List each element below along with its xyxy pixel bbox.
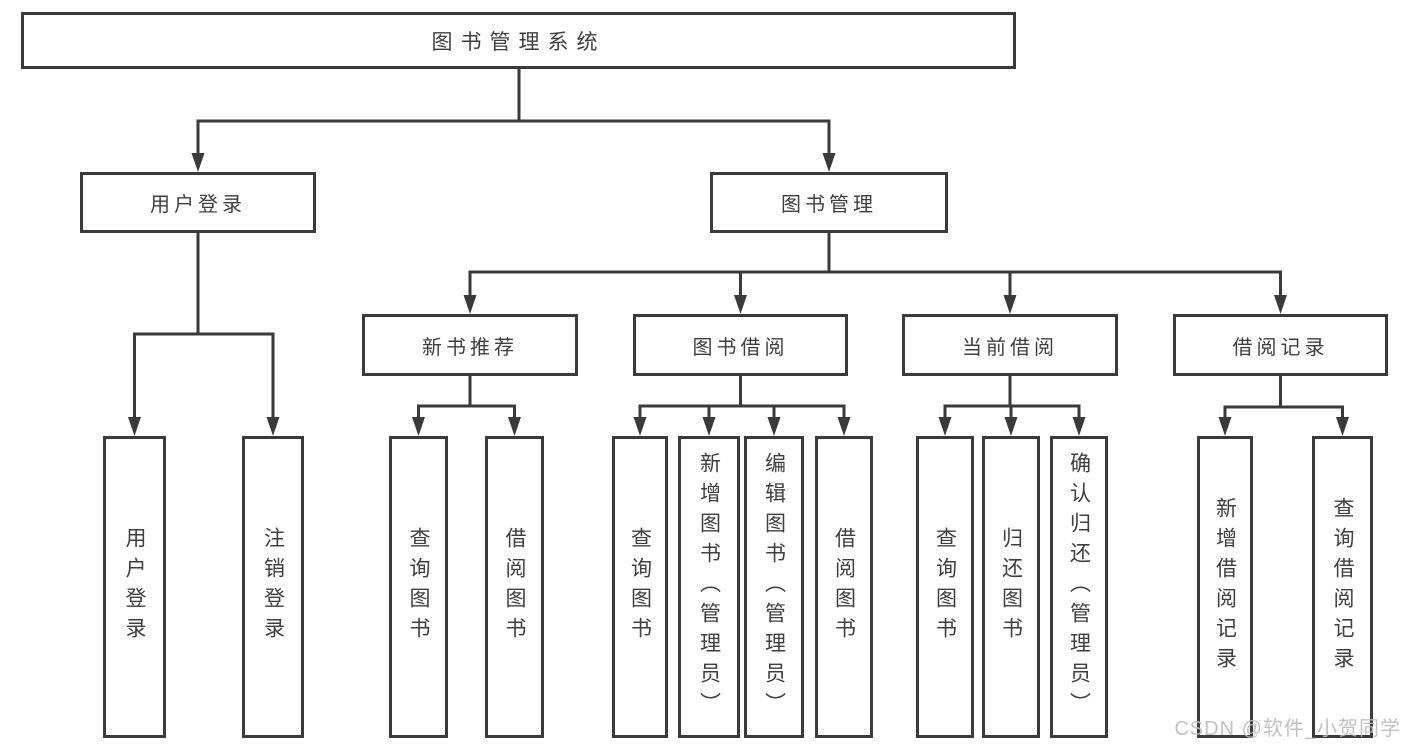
node-label: 借阅记录 <box>1232 336 1329 359</box>
arrowhead-icon <box>1004 417 1018 436</box>
leaf-label: 注销登录 <box>261 527 285 647</box>
leaf-label: 新增图书（管理员） <box>697 452 721 722</box>
node-label: 当前借阅 <box>962 336 1058 359</box>
node-book-management: 图书管理 <box>710 172 948 233</box>
arrowhead-icon <box>1003 295 1017 314</box>
node-current-borrowing: 当前借阅 <box>902 314 1118 376</box>
leaf-label: 归还图书 <box>999 527 1023 647</box>
arrowhead-icon <box>508 417 521 436</box>
leaf-label: 查询图书 <box>933 527 957 647</box>
arrowhead-icon <box>1274 295 1287 314</box>
leaf-logout: 注销登录 <box>242 436 304 738</box>
arrowhead-icon <box>938 417 952 436</box>
leaf-label: 用户登录 <box>123 527 146 647</box>
arrowhead-icon <box>1336 417 1349 436</box>
arrowhead-icon <box>1218 417 1232 436</box>
leaf-label: 确认归还（管理员） <box>1067 452 1091 722</box>
arrowhead-icon <box>702 417 716 436</box>
node-book-borrowing: 图书借阅 <box>633 314 848 376</box>
leaf-label: 查询图书 <box>407 527 430 647</box>
leaf-label: 编辑图书（管理员） <box>762 452 786 722</box>
arrowhead-icon <box>822 153 836 172</box>
leaf-borrowing-query-books: 查询图书 <box>612 436 668 738</box>
arrowhead-icon <box>463 295 477 314</box>
connector-book-mgmt-to-level3 <box>463 233 1287 314</box>
arrowhead-icon <box>837 417 851 436</box>
leaf-current-return-books: 归还图书 <box>982 436 1040 738</box>
leaf-label: 借阅图书 <box>832 527 856 647</box>
leaf-records-query-record: 查询借阅记录 <box>1312 436 1373 738</box>
leaf-borrowing-edit-books-admin: 编辑图书（管理员） <box>744 436 804 738</box>
arrowhead-icon <box>128 417 141 436</box>
connector-user-login-to-leaves <box>128 233 280 436</box>
connector-root-to-level2 <box>191 69 836 172</box>
connector-records-to-leaves <box>1218 376 1349 436</box>
arrowhead-icon <box>734 295 747 314</box>
leaf-records-add-record: 新增借阅记录 <box>1197 436 1253 738</box>
leaf-current-query-books: 查询图书 <box>916 436 974 738</box>
node-user-login: 用户登录 <box>80 172 316 233</box>
node-label: 用户登录 <box>150 194 246 216</box>
node-label: 图书管理系统 <box>431 30 606 54</box>
node-borrowing-records: 借阅记录 <box>1173 314 1388 376</box>
csdn-watermark: CSDN @软件_小贺同学 <box>1174 718 1401 740</box>
leaf-label: 查询图书 <box>628 527 652 647</box>
leaf-user-login: 用户登录 <box>103 436 166 738</box>
arrowhead-icon <box>1072 417 1086 436</box>
leaf-recommend-query-books: 查询图书 <box>389 436 448 738</box>
connector-borrowing-to-leaves <box>633 376 851 436</box>
leaf-borrowing-borrow-books: 借阅图书 <box>815 436 873 738</box>
node-label: 新书推荐 <box>422 336 518 359</box>
leaf-label: 新增借阅记录 <box>1213 497 1237 677</box>
node-book-management-system: 图书管理系统 <box>21 12 1016 69</box>
node-new-book-recommend: 新书推荐 <box>362 314 578 376</box>
leaf-label: 借阅图书 <box>503 527 526 647</box>
connector-new-rec-to-leaves <box>412 376 521 436</box>
node-label: 图书借阅 <box>692 336 789 359</box>
leaf-label: 查询借阅记录 <box>1331 497 1354 677</box>
node-label: 图书管理 <box>781 194 877 216</box>
connector-current-to-leaves <box>938 376 1086 436</box>
leaf-recommend-borrow-books: 借阅图书 <box>485 436 544 738</box>
arrowhead-icon <box>412 417 425 436</box>
leaf-current-confirm-return-admin: 确认归还（管理员） <box>1050 436 1108 738</box>
arrowhead-icon <box>266 417 280 436</box>
arrowhead-icon <box>633 417 647 436</box>
arrowhead-icon <box>191 153 205 172</box>
leaf-borrowing-add-books-admin: 新增图书（管理员） <box>678 436 740 738</box>
arrowhead-icon <box>767 417 781 436</box>
